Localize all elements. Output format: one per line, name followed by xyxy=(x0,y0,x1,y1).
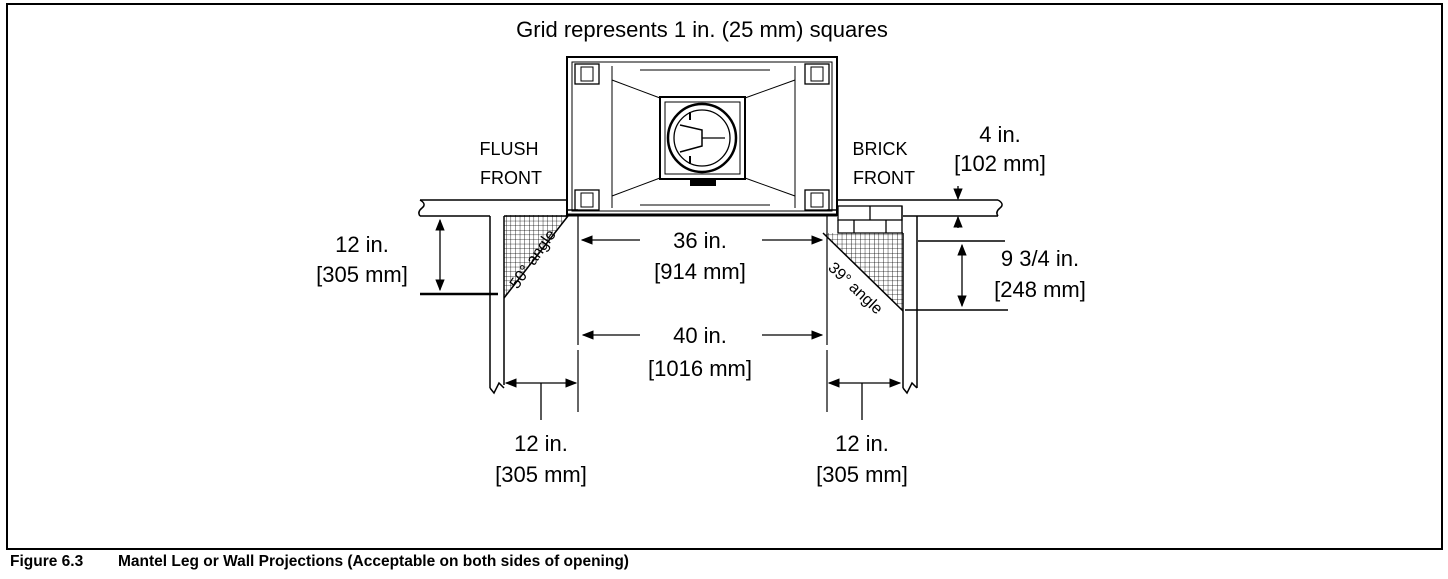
overall-width-mm-label: [1016 mm] xyxy=(648,356,752,381)
figure-number: Figure 6.3 xyxy=(10,553,84,570)
brick-front-label-2: FRONT xyxy=(853,168,915,188)
right-leg-in-label: 12 in. xyxy=(835,431,889,456)
brick-front-label-1: BRICK xyxy=(852,139,907,159)
opening-width-mm-label: [914 mm] xyxy=(654,259,746,284)
left-height-in-label: 12 in. xyxy=(335,232,389,257)
figure-frame xyxy=(6,3,1443,550)
left-height-dimension xyxy=(420,218,498,296)
brick-depth-mm-label: [102 mm] xyxy=(954,151,1046,176)
right-brick-projection xyxy=(822,199,1003,412)
left-height-mm-label: [305 mm] xyxy=(316,262,408,287)
left-leg-in-label: 12 in. xyxy=(514,431,568,456)
right-height-dimension xyxy=(905,240,1008,311)
opening-width-in-label: 36 in. xyxy=(673,228,727,253)
figure-title: Mantel Leg or Wall Projections (Acceptab… xyxy=(118,553,629,570)
grid-note: Grid represents 1 in. (25 mm) squares xyxy=(516,17,888,42)
left-leg-mm-label: [305 mm] xyxy=(495,462,587,487)
right-leg-dimension xyxy=(827,378,902,420)
flush-front-label-1: FLUSH xyxy=(479,139,538,159)
flush-front-label-2: FRONT xyxy=(480,168,542,188)
right-height-mm-label: [248 mm] xyxy=(994,277,1086,302)
right-leg-mm-label: [305 mm] xyxy=(816,462,908,487)
left-wall-projection xyxy=(418,199,579,412)
figure-caption: Figure 6.3 Mantel Leg or Wall Projections… xyxy=(10,553,629,571)
left-leg-dimension xyxy=(504,378,578,420)
right-height-in-label: 9 3/4 in. xyxy=(1001,246,1079,271)
overall-width-in-label: 40 in. xyxy=(673,323,727,348)
brick-depth-in-label: 4 in. xyxy=(979,122,1021,147)
fireplace-unit xyxy=(566,56,838,217)
